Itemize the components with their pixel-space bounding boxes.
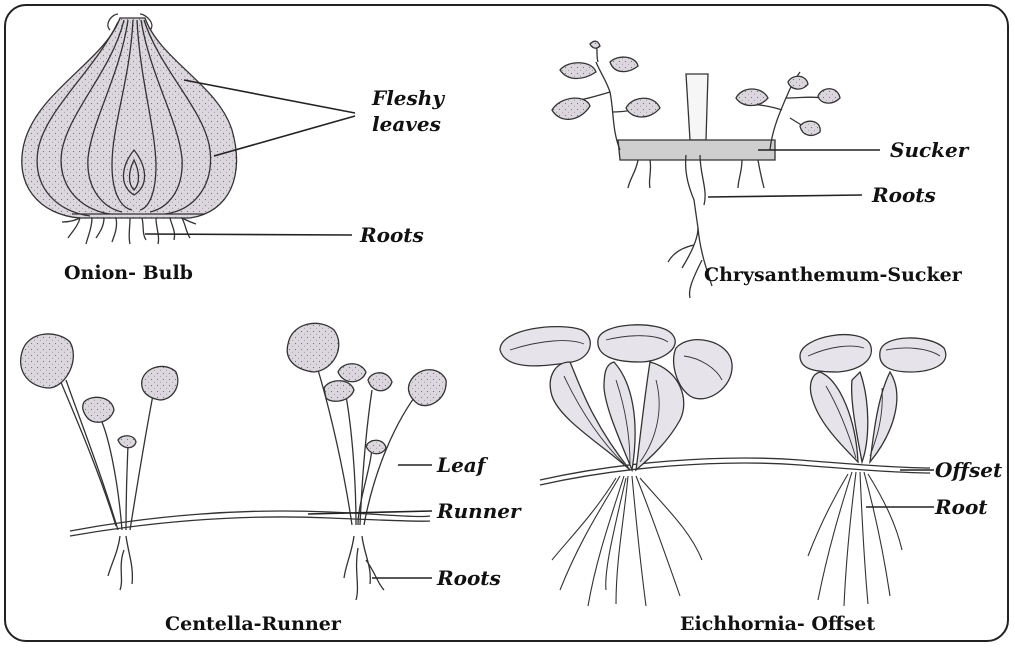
label-centella-roots: Roots	[437, 566, 501, 590]
eichhornia-offset-drawing	[500, 325, 946, 606]
label-fleshy-line1: Fleshy	[372, 86, 444, 110]
caption-chrysanthemum-sucker: Chrysanthemum-Sucker	[704, 264, 962, 286]
onion-bulb-drawing	[22, 14, 237, 244]
centella-runner-drawing	[21, 323, 447, 600]
label-offset: Offset	[935, 458, 1002, 482]
label-leaf: Leaf	[437, 453, 485, 477]
label-runner: Runner	[437, 499, 521, 523]
label-eichhornia-root: Root	[935, 495, 988, 519]
label-chrysanthemum-roots: Roots	[872, 183, 936, 207]
caption-eichhornia-offset: Eichhornia- Offset	[680, 613, 875, 635]
caption-onion-bulb: Onion- Bulb	[64, 262, 193, 284]
label-sucker: Sucker	[890, 138, 968, 162]
label-fleshy-line2: leaves	[372, 112, 441, 136]
label-onion-roots: Roots	[360, 223, 424, 247]
caption-centella-runner: Centella-Runner	[165, 613, 341, 635]
chrysanthemum-sucker-drawing	[552, 41, 840, 298]
